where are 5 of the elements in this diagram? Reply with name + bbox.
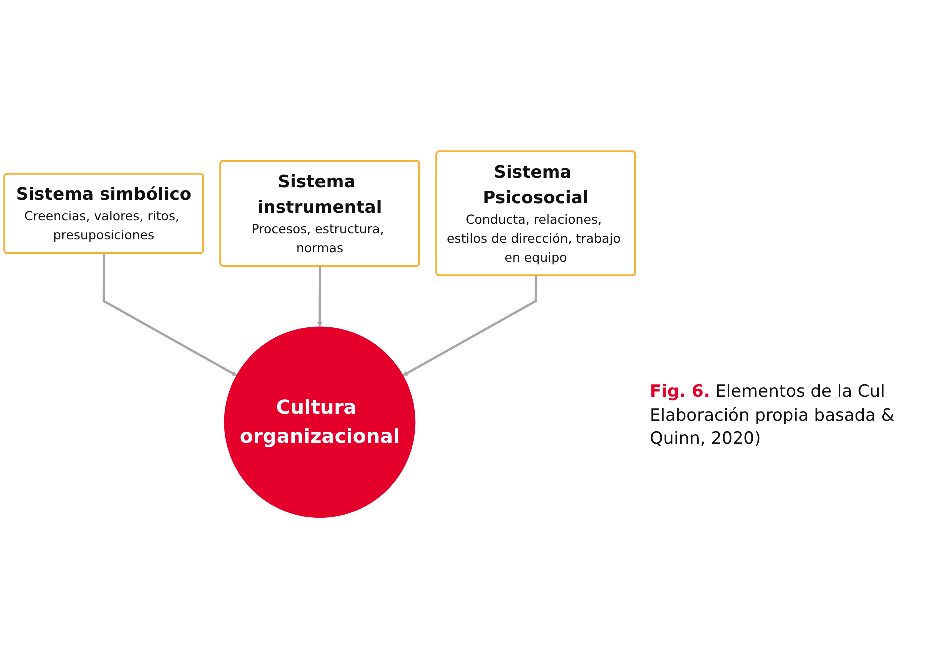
arrow xyxy=(403,276,538,376)
arrow xyxy=(317,266,323,328)
node-circle: Cultura organizacional xyxy=(224,327,416,518)
arrow xyxy=(102,254,237,376)
figure-caption: Fig. 6. Elementos de la Cul Elaboración propia basada & Quinn, 2020) xyxy=(650,380,896,452)
